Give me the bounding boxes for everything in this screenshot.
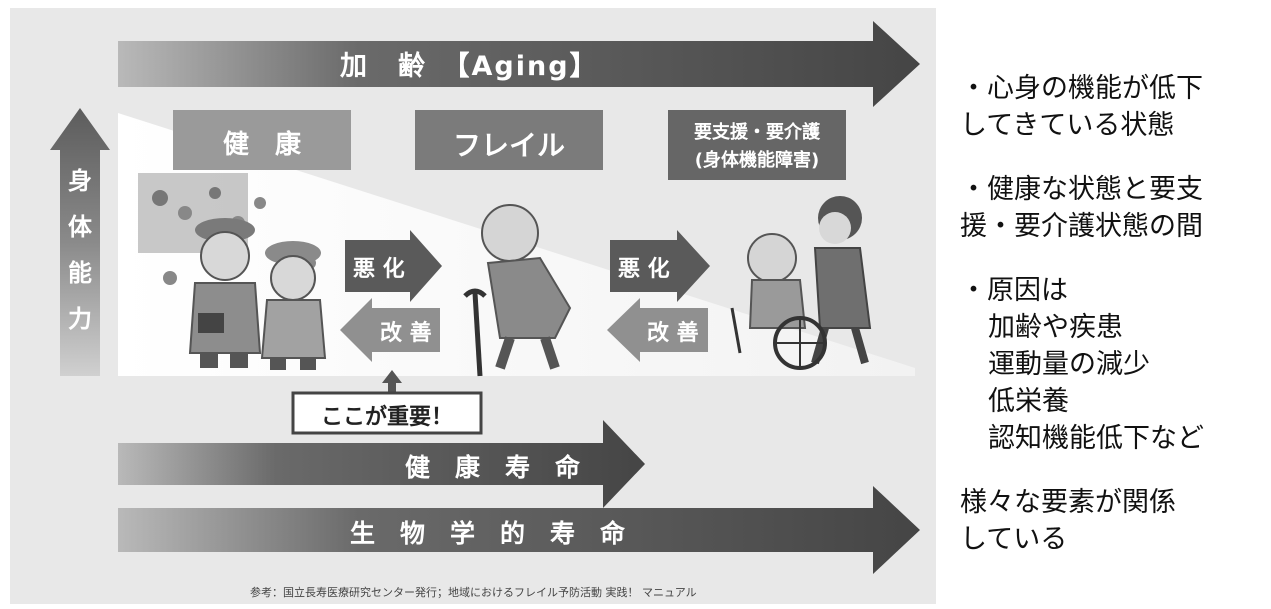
note-block-position: ・健康な状態と要支 援・要介護状態の間 [960, 171, 1265, 245]
aging-arrow [118, 21, 920, 107]
body-ability-label: 身 体 能 力 [60, 158, 100, 342]
note-line: してきている状態 [960, 110, 1175, 141]
biological-lifespan-label: 生 物 学 的 寿 命 [350, 519, 626, 548]
healthy-lifespan-arrow [118, 420, 645, 508]
diagram-canvas [50, 21, 920, 574]
note-block-factors: 様々な要素が関係 している [960, 484, 1265, 558]
cause-item: 低栄養 [988, 386, 1069, 417]
important-label: ここが重要！ [320, 405, 453, 430]
note-block-definition: ・心身の機能が低下 してきている状態 [960, 70, 1265, 144]
frailty-box [415, 110, 603, 170]
note-line: 様々な要素が関係 [960, 487, 1176, 518]
healthy-label: 健 康 [222, 130, 301, 160]
body-ability-char: 体 [68, 213, 92, 241]
aging-arrow-label: 加 齢 【Aging】 [340, 51, 599, 82]
important-box [291, 391, 483, 435]
frailty-label: フレイル [452, 129, 565, 162]
cause-item: 運動量の減少 [988, 349, 1150, 380]
worsen-label-1: 悪 化 [353, 257, 405, 282]
healthy-couple-illustration [138, 173, 327, 370]
cause-item: 認知機能低下など [988, 423, 1204, 454]
note-line: ・原因は [960, 275, 1068, 306]
body-ability-char: 能 [68, 259, 92, 287]
wheelchair-care-illustration [730, 196, 872, 370]
body-ability-char: 力 [68, 305, 92, 333]
care-label-line2: (身体機能障害) [694, 150, 820, 171]
note-block-causes: ・原因は 加齢や疾患 運動量の減少 低栄養 認知機能低下など [960, 272, 1265, 457]
improve-arrow-2 [607, 298, 708, 362]
cause-item: 加齢や疾患 [988, 312, 1123, 343]
note-line: ・心身の機能が低下 [960, 73, 1203, 104]
biological-lifespan-arrow [118, 486, 920, 574]
healthy-box [173, 110, 351, 170]
care-box [668, 110, 846, 180]
reference-caption: 参考：国立長寿医療研究センター発行；地域におけるフレイル予防活動 実践！ マニュ… [250, 586, 697, 599]
worsen-arrow-2 [610, 230, 710, 302]
improve-label-1: 改 善 [380, 321, 432, 346]
worsen-arrow-1 [345, 230, 442, 302]
healthy-lifespan-label: 健 康 寿 命 [405, 453, 581, 482]
explanation-notes: ・心身の機能が低下 してきている状態 ・健康な状態と要支 援・要介護状態の間 ・… [960, 70, 1265, 585]
note-line: している [960, 524, 1068, 555]
frailty-person-illustration [463, 204, 572, 377]
improve-arrow-1 [340, 298, 440, 362]
care-label-line1: 要支援・要介護 [694, 122, 820, 143]
body-ability-char: 身 [68, 167, 92, 195]
frailty-diagram-panel: 加 齢 【Aging】 身 体 能 力 健 康 フレイル 要支援・要介護 (身体… [10, 8, 936, 604]
note-line: 援・要介護状態の間 [960, 211, 1203, 242]
important-pointer-arrow [382, 370, 402, 394]
note-line: ・健康な状態と要支 [960, 174, 1203, 205]
improve-label-2: 改 善 [647, 321, 699, 346]
body-ability-arrow [50, 108, 110, 376]
worsen-label-2: 悪 化 [618, 257, 670, 282]
